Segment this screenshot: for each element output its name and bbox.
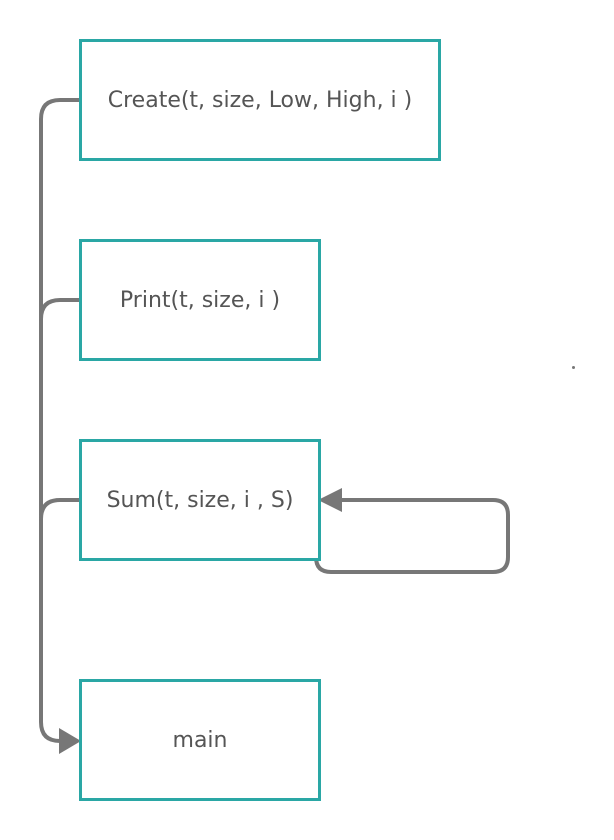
node-print-label: Print(t, size, i ) — [119, 287, 281, 313]
node-main: main — [79, 679, 321, 801]
edge-print-to-main — [39, 298, 81, 321]
arrowhead-sum-self-loop — [318, 488, 342, 512]
node-create: Create(t, size, Low, High, i ) — [79, 39, 441, 161]
node-print: Print(t, size, i ) — [79, 239, 321, 361]
edge-sum-self-loop — [314, 498, 510, 574]
node-main-label: main — [172, 727, 228, 753]
node-sum-label: Sum(t, size, i , S) — [106, 487, 294, 513]
edge-sum-to-main — [39, 498, 81, 521]
node-create-label: Create(t, size, Low, High, i ) — [107, 87, 413, 113]
stray-dot — [572, 366, 575, 369]
node-sum: Sum(t, size, i , S) — [79, 439, 321, 561]
arrowhead-main — [59, 728, 81, 754]
edge-create-to-main — [39, 98, 81, 743]
